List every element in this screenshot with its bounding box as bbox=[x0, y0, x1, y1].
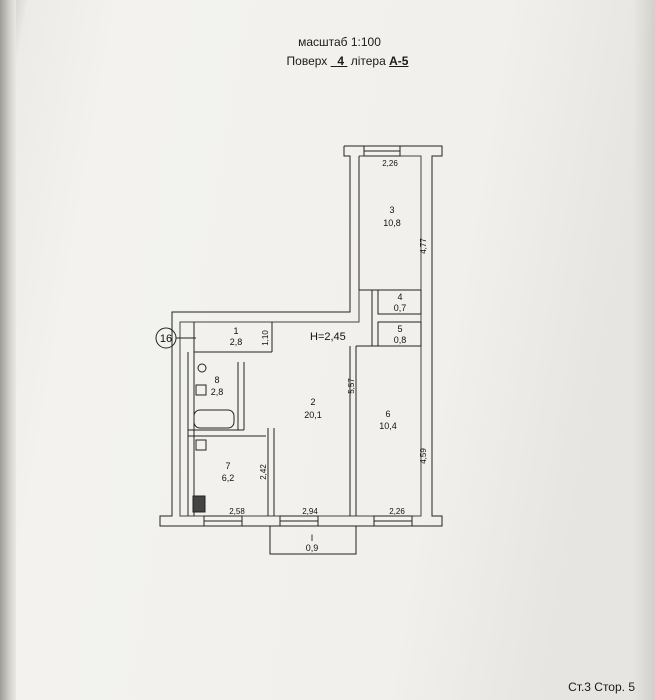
room-3-area: 10,8 bbox=[383, 218, 401, 228]
page-binding-edge bbox=[0, 0, 16, 700]
room-4-area: 0,7 bbox=[394, 303, 407, 313]
room-6-number: 6 bbox=[385, 409, 390, 419]
page-shadow bbox=[633, 0, 655, 700]
room-2-number: 2 bbox=[310, 397, 315, 407]
floor-prefix: Поверх bbox=[286, 54, 328, 68]
balcony-number: I bbox=[311, 533, 314, 543]
outer-wall bbox=[159, 145, 443, 527]
dim-room2-depth: 5,57 bbox=[347, 378, 356, 394]
stove bbox=[192, 495, 206, 513]
dim-room6-depth: 4,59 bbox=[419, 448, 428, 464]
room-8-number: 8 bbox=[214, 375, 219, 385]
sink-kitchen bbox=[195, 439, 207, 451]
room-6-area: 10,4 bbox=[379, 421, 397, 431]
room-1-area: 2,8 bbox=[230, 337, 243, 347]
room-8-area: 2,8 bbox=[211, 387, 224, 397]
sink-bathroom bbox=[195, 384, 207, 396]
room-7-area: 6,2 bbox=[222, 473, 235, 483]
dim-room7-depth: 2,42 bbox=[259, 464, 268, 480]
dim-bottom-right: 2,26 bbox=[389, 507, 405, 516]
dim-room1-height: 1,10 bbox=[261, 330, 270, 346]
room-4-outline bbox=[377, 289, 422, 315]
page-number: Ст.3 Стор. 5 bbox=[568, 680, 635, 694]
room-1-number: 1 bbox=[233, 326, 238, 336]
letter-prefix: літера bbox=[350, 54, 386, 68]
bathtub bbox=[193, 409, 235, 429]
scale-label: масштаб 1:100 bbox=[298, 35, 381, 49]
dim-top-width: 2,26 bbox=[382, 159, 398, 168]
room-5-number: 5 bbox=[397, 324, 402, 334]
apartment-number: 16 bbox=[160, 333, 172, 345]
toilet bbox=[197, 363, 207, 373]
room-4-number: 4 bbox=[397, 292, 402, 302]
ceiling-height: Н=2,45 bbox=[310, 331, 346, 343]
room-2-area: 20,1 bbox=[304, 410, 322, 420]
room-7-number: 7 bbox=[225, 461, 230, 471]
dim-bottom-left: 2,58 bbox=[229, 507, 245, 516]
dim-room3-depth: 4,77 bbox=[419, 238, 428, 254]
floor-value: 4 bbox=[337, 54, 345, 68]
balcony-area: 0,9 bbox=[306, 543, 319, 553]
outer-wall-inner bbox=[179, 155, 422, 517]
letter-value: А-5 bbox=[389, 54, 409, 68]
room-5-area: 0,8 bbox=[394, 335, 407, 345]
dim-bottom-middle: 2,94 bbox=[302, 507, 318, 516]
room-3-number: 3 bbox=[389, 205, 394, 215]
floor-label: Поверх 4 літера А-5 bbox=[20, 54, 655, 68]
